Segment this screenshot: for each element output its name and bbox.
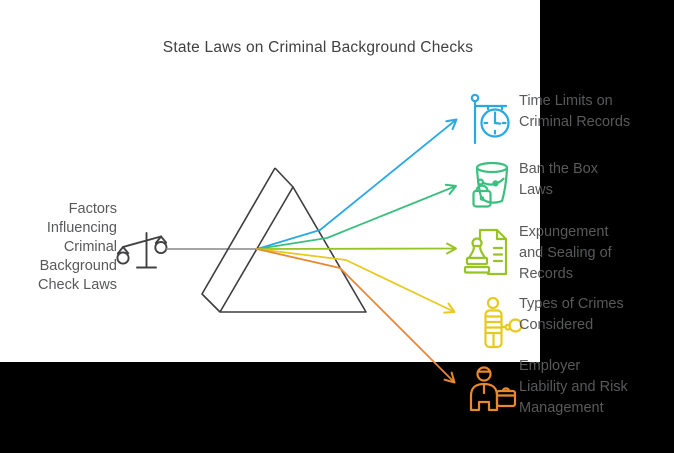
diagram-title: State Laws on Criminal Background Checks [162, 39, 474, 56]
ray-employer-liability [256, 248, 456, 384]
output-label-employer-liability: Employer Liability and Risk Management [519, 358, 628, 416]
ray-ban-the-box [256, 183, 457, 250]
input-factors-label: Factors Influencing Criminal Background … [38, 201, 117, 293]
output-label-expungement: Expungement and Sealing of Records [519, 224, 612, 282]
ray-time-limits [256, 118, 458, 250]
output-label-types-of-crimes: Types of Crimes Considered [519, 296, 624, 333]
ray-expungement [256, 242, 457, 255]
bucket-padlock-icon [472, 161, 509, 208]
ray-types-of-crimes [256, 248, 456, 314]
output-label-time-limits: Time Limits on Criminal Records [519, 93, 631, 130]
hanging-clock-icon [470, 93, 510, 145]
employer-briefcase-icon [469, 366, 517, 412]
prisoner-ball-chain-icon [484, 296, 523, 349]
scales-of-justice-icon [116, 232, 168, 269]
output-label-ban-the-box: Ban the Box Laws [519, 161, 598, 198]
diagram-canvas [0, 0, 540, 362]
stamped-document-icon [463, 228, 508, 276]
